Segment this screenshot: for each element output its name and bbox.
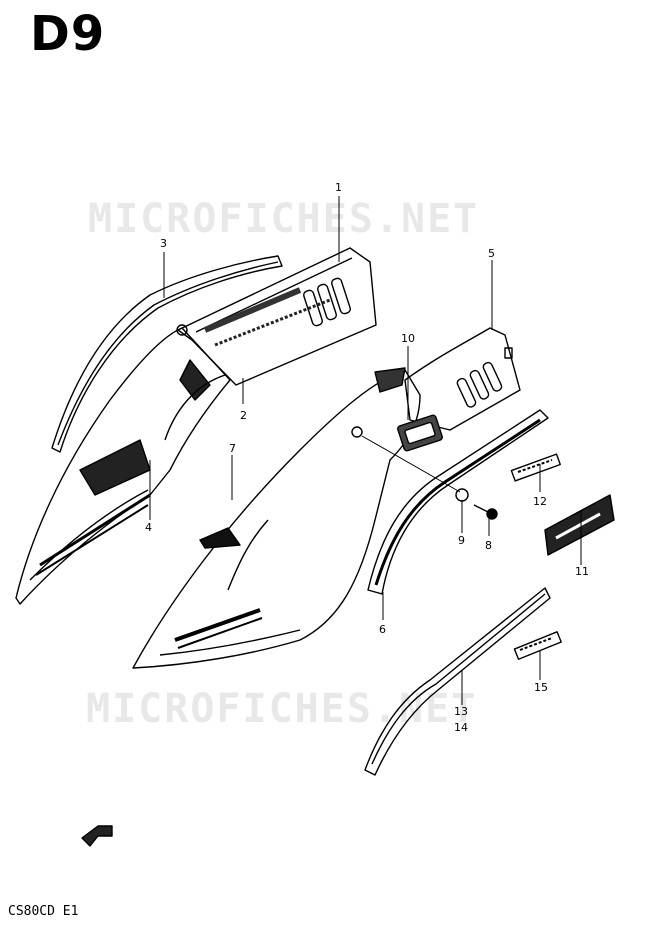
part-13-lower-trim-strip [364, 587, 551, 776]
callout-15: 15 [534, 681, 548, 694]
part-12-small-badge [510, 453, 561, 482]
callout-6: 6 [379, 623, 386, 636]
callout-14: 14 [454, 721, 468, 734]
callout-13: 13 [454, 705, 468, 718]
part-7-right-side-cover [132, 367, 421, 669]
watermark-bottom: MICROFICHES.NET [86, 686, 478, 732]
page-title: D9 [30, 6, 106, 62]
part-3-upper-trim-strip [51, 255, 283, 453]
callout-11: 11 [575, 565, 589, 578]
front-direction-arrow [81, 825, 113, 847]
part-8-screw [473, 504, 498, 520]
watermark-top: MICROFICHES.NET [88, 196, 480, 242]
part-10-emblem [397, 414, 443, 452]
model-code: CS80CD E1 [8, 904, 79, 919]
part-15-lower-badge [513, 631, 562, 660]
callout-2: 2 [240, 409, 247, 422]
leader-lines [149, 196, 582, 705]
part-11-logo-badge [544, 494, 615, 556]
part-4-left-side-cover [15, 327, 231, 605]
part-5-right-upper-panel [404, 327, 521, 431]
callout-12: 12 [533, 495, 547, 508]
callout-3: 3 [160, 237, 167, 250]
callout-9: 9 [458, 534, 465, 547]
part-6-side-trim-strip [367, 409, 549, 595]
callout-5: 5 [488, 247, 495, 260]
callout-1: 1 [335, 181, 342, 194]
callout-7: 7 [229, 442, 236, 455]
callout-4: 4 [145, 521, 152, 534]
callout-8: 8 [485, 539, 492, 552]
callout-10: 10 [401, 332, 415, 345]
part-1-rear-upper-cover [176, 247, 377, 386]
